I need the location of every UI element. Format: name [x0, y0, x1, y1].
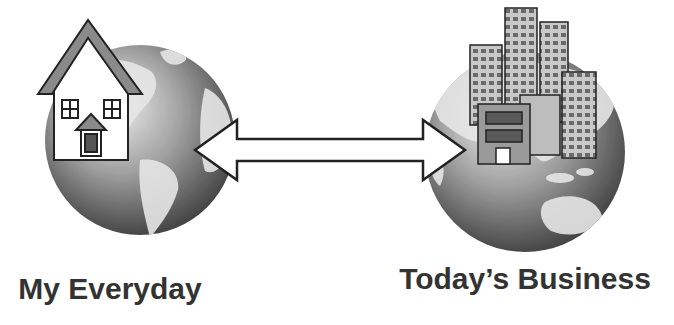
globe-node: My Everyday	[75, 70, 195, 220]
buildings-icon	[470, 8, 596, 164]
globe-label: My Everyday	[18, 272, 201, 306]
double-arrow	[195, 120, 465, 180]
house-icon	[38, 20, 142, 160]
globe-label: Today’s Business	[399, 262, 651, 296]
globe-node: Today’s Business	[465, 80, 585, 230]
